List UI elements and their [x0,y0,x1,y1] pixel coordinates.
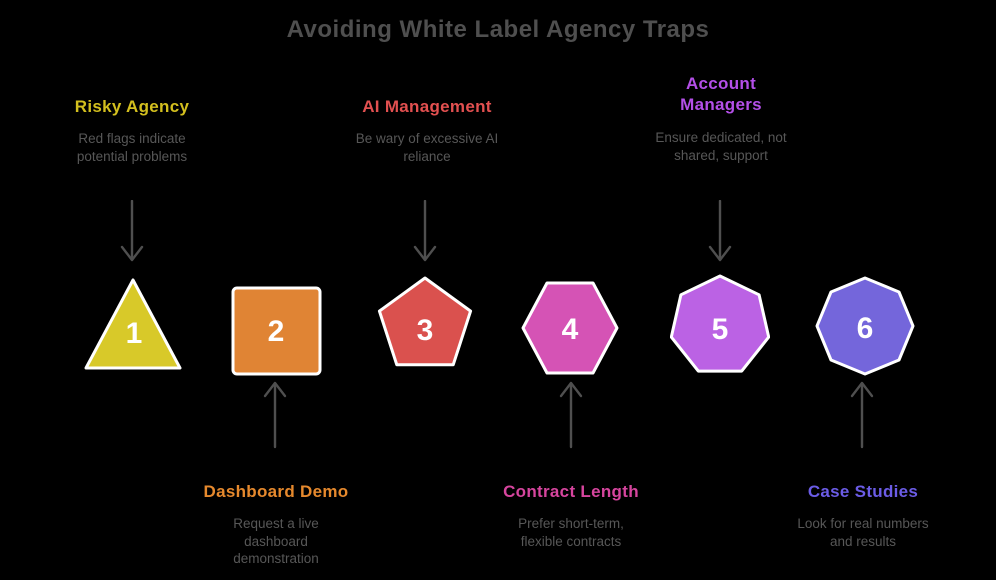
step-3-heading: AI Management [362,97,492,116]
down-arrow-icon [120,200,144,262]
step-1-number: 1 [126,317,143,350]
step-3-description: Be wary of excessive AI reliance [355,131,499,164]
step-1-description: Red flags indicate potential problems [76,131,188,164]
up-arrow-icon [559,381,583,449]
step-2-description: Request a live dashboard demonstration [233,516,319,566]
step-3-label-block: AI Management Be wary of excessive AI re… [327,96,527,165]
step-1-label-block: Risky Agency Red flags indicate potentia… [32,96,232,165]
step-6-description: Look for real numbers and results [797,516,929,549]
step-6-heading: Case Studies [807,482,919,501]
step-6-label-block: Case Studies Look for real numbers and r… [763,481,963,550]
heptagon-shape: 5 [670,274,770,373]
up-arrow-icon [850,381,874,449]
square-shape: 2 [231,286,322,376]
pentagon-shape: 3 [377,276,473,367]
step-5-heading: Account Managers [680,74,762,114]
step-5-number: 5 [712,313,729,346]
step-4-label-block: Contract Length Prefer short-term, flexi… [471,481,671,550]
step-4-description: Prefer short-term, flexible contracts [518,516,624,549]
step-6-number: 6 [857,312,874,345]
page-title: Avoiding White Label Agency Traps [286,16,710,43]
up-arrow-icon [263,381,287,449]
step-5-description: Ensure dedicated, not shared, support [655,130,787,163]
step-2-number: 2 [268,315,285,348]
triangle-shape: 1 [84,278,182,370]
down-arrow-icon [413,200,437,262]
octagon-shape: 6 [815,276,915,376]
down-arrow-icon [708,200,732,262]
step-1-heading: Risky Agency [74,97,190,116]
step-4-number: 4 [562,313,579,346]
step-5-label-block: Account Managers Ensure dedicated, not s… [621,73,821,164]
hexagon-shape: 4 [521,281,619,375]
step-4-heading: Contract Length [503,482,639,501]
step-2-label-block: Dashboard Demo Request a live dashboard … [176,481,376,568]
step-3-number: 3 [417,314,434,347]
step-2-heading: Dashboard Demo [203,482,349,501]
